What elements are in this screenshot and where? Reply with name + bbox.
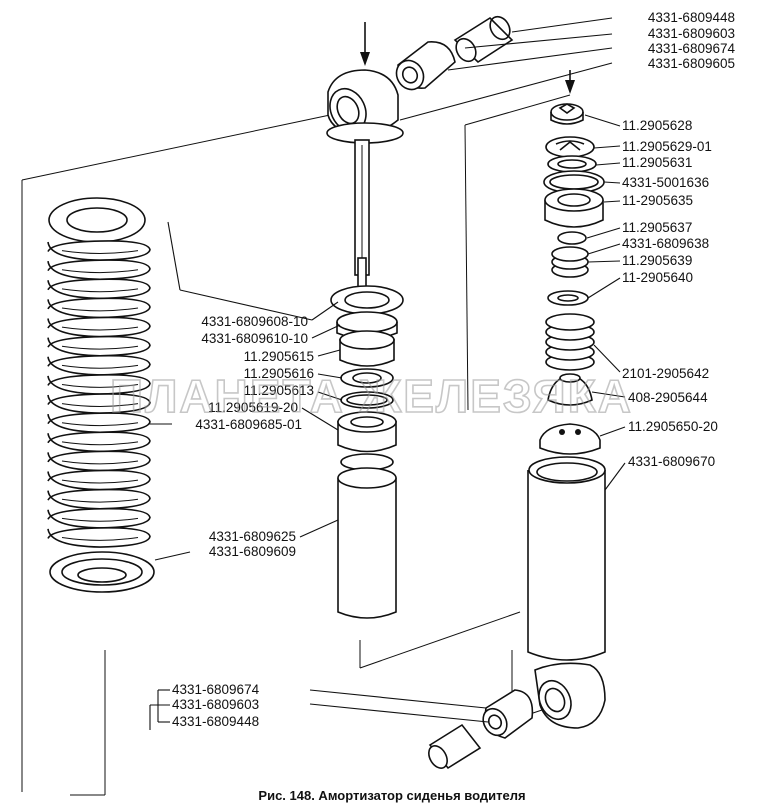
label-11-2905628: 11.2905628 (622, 118, 692, 133)
rod-guide (339, 330, 395, 367)
spring-coil (47, 297, 151, 319)
spring-coil (47, 527, 151, 548)
spring-coil-inner (61, 536, 139, 541)
valve-washer (547, 155, 597, 173)
label-4331-6809608-10: 4331-6809608-10 (201, 314, 308, 329)
spring-coil (47, 431, 151, 453)
spring-coil-inner (61, 517, 139, 522)
label-11-2905637: 11.2905637 (622, 220, 692, 235)
label-11-2905650-20: 11.2905650-20 (628, 419, 718, 434)
part-labels: 4331-6809448 4331-6809603 4331-6809674 4… (172, 10, 735, 729)
label-4331-6809685-01: 4331-6809685-01 (195, 417, 302, 432)
label-11-2905631: 11.2905631 (622, 155, 692, 170)
valve-body (544, 188, 604, 228)
spring-coil (47, 335, 151, 357)
spring-coil (47, 259, 151, 281)
compression-valve-spring (545, 313, 595, 371)
label-11-2905640: 11-2905640 (622, 270, 693, 285)
bottom-eye (534, 662, 606, 729)
label-4331-6809448-top: 4331-6809448 (648, 10, 735, 25)
leader-lines (148, 17, 626, 730)
label-4331-5001636: 4331-5001636 (622, 175, 709, 190)
spring-coil-inner (61, 460, 139, 465)
top-bushing-sleeve (453, 15, 514, 64)
compression-valve-cap (547, 373, 593, 406)
rod-guide-ring (330, 285, 404, 315)
spring-coil-inner (61, 441, 139, 446)
spring-coil-inner (61, 288, 139, 293)
figure-caption: Рис. 148. Амортизатор сиденья водителя (258, 788, 525, 803)
label-11-2905629-01: 11.2905629-01 (622, 139, 712, 154)
label-4331-6809603-top: 4331-6809603 (648, 26, 735, 41)
rod-dust-cover (337, 467, 397, 619)
label-4331-6809674-top: 4331-6809674 (648, 41, 736, 56)
label-4331-6809610-10: 4331-6809610-10 (201, 331, 308, 346)
piston-rod (354, 139, 370, 289)
spring-coil (47, 374, 151, 395)
spring-coil-inner (61, 269, 139, 274)
valve-disc-1 (557, 231, 587, 245)
label-11-2905619-20: 11.2905619-20 (208, 400, 298, 415)
spring-coil-inner (61, 307, 139, 312)
label-11-2905635: 11-2905635 (622, 193, 693, 208)
spring-coil-inner (61, 498, 139, 503)
valve-disc-stack (551, 246, 589, 278)
label-408-2905644: 408-2905644 (628, 390, 708, 405)
spring-coil (47, 354, 151, 376)
spring-coil (47, 469, 151, 491)
label-11-2905615: 11.2905615 (244, 349, 314, 364)
spring-coil (47, 278, 151, 300)
valve-disc-2 (547, 290, 589, 306)
spring-coil (47, 450, 151, 472)
spring-coil-inner (61, 422, 139, 427)
spring-coil-inner (61, 250, 139, 254)
assembly-arrow-right (565, 70, 575, 94)
bottom-bushing-sleeve (428, 723, 482, 770)
spring-coil (47, 488, 151, 510)
reservoir-tube (527, 456, 606, 661)
assembly-arrow-left (360, 22, 370, 66)
label-4331-6809638: 4331-6809638 (622, 236, 709, 251)
label-4331-6809605: 4331-6809605 (648, 56, 735, 71)
spring-coil-inner (61, 479, 139, 484)
coil-spring (47, 197, 155, 593)
label-4331-6809670: 4331-6809670 (628, 454, 715, 469)
label-4331-6809625: 4331-6809625 (209, 529, 296, 544)
spring-coil (47, 393, 151, 414)
spring-coil (47, 316, 151, 338)
label-4331-6809448-bottom: 4331-6809448 (172, 714, 259, 729)
valve-spring-plate (545, 136, 595, 158)
label-2101-2905642: 2101-2905642 (622, 366, 709, 381)
spring-coil (47, 412, 151, 434)
top-rubber-bushing (395, 41, 456, 91)
valve-nut (550, 103, 584, 125)
label-11-2905639: 11.2905639 (622, 253, 692, 268)
spring-coil (47, 240, 151, 261)
label-11-2905613: 11.2905613 (244, 383, 314, 398)
bottom-rubber-bushing (482, 689, 534, 739)
spring-coil-inner (61, 364, 139, 369)
watermark-text: ПЛАНЕТА ЖЕЛЕЗЯКА (110, 370, 633, 422)
spring-coil-inner (61, 345, 139, 350)
compression-valve-body (539, 423, 601, 455)
spring-coil-inner (61, 403, 139, 407)
spring-coil (47, 507, 151, 529)
spring-coil-inner (61, 326, 139, 331)
label-11-2905616: 11.2905616 (244, 366, 314, 381)
rod-retainer (337, 411, 397, 453)
rod-top-eye (326, 69, 404, 144)
label-4331-6809609: 4331-6809609 (209, 544, 296, 559)
label-4331-6809674-bottom: 4331-6809674 (172, 682, 260, 697)
label-4331-6809603-bottom: 4331-6809603 (172, 697, 259, 712)
spring-coil-inner (61, 383, 139, 388)
